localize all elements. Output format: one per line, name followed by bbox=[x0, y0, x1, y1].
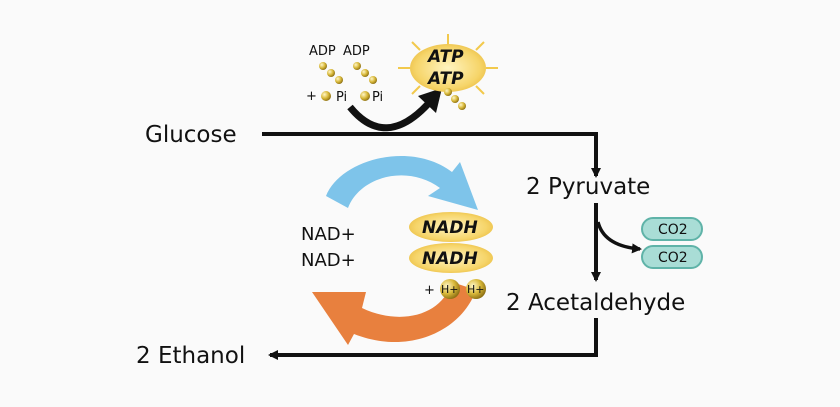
pyruvate-label: 2 Pyruvate bbox=[526, 174, 650, 200]
adp-label-2: ADP bbox=[343, 44, 370, 59]
co2-label-1: CO2 bbox=[658, 222, 688, 238]
plus-sign-2: + bbox=[424, 283, 435, 298]
energy-burst-icon bbox=[398, 34, 498, 95]
h-label-2: H+ bbox=[467, 283, 485, 296]
acetaldehyde-label: 2 Acetaldehyde bbox=[506, 290, 685, 316]
atp-arc-arrowhead bbox=[418, 88, 442, 113]
adp-label-1: ADP bbox=[309, 44, 336, 59]
co2-capsule-icon bbox=[641, 217, 703, 269]
energy-burst-icon bbox=[409, 212, 493, 273]
atp-label-1: ATP bbox=[426, 47, 464, 67]
nad-label-2: NAD+ bbox=[301, 250, 356, 271]
nadh-label-2: NADH bbox=[422, 249, 478, 269]
h-label-1: H+ bbox=[441, 283, 459, 296]
glucose-line bbox=[262, 132, 601, 178]
nad-reduction-arrow bbox=[326, 155, 478, 210]
pi-label-1: Pi bbox=[336, 90, 347, 105]
atp-label-2: ATP bbox=[426, 69, 464, 89]
ethanol-line bbox=[268, 318, 598, 360]
glucose-label: Glucose bbox=[145, 122, 237, 148]
nad-label-1: NAD+ bbox=[301, 224, 356, 245]
co2-label-2: CO2 bbox=[658, 250, 688, 266]
phosphate-bead-icon bbox=[444, 88, 466, 110]
phosphate-bead-icon bbox=[319, 62, 377, 101]
atp-arc-arrow bbox=[347, 101, 431, 132]
nadh-label-1: NADH bbox=[422, 218, 478, 238]
plus-sign-1: + bbox=[306, 89, 317, 104]
ethanol-label: 2 Ethanol bbox=[136, 343, 245, 369]
proton-bead-icon bbox=[440, 279, 486, 299]
pi-label-2: Pi bbox=[372, 90, 383, 105]
co2-branch-arrow bbox=[596, 221, 642, 254]
nadh-oxidation-arrow bbox=[312, 282, 476, 345]
